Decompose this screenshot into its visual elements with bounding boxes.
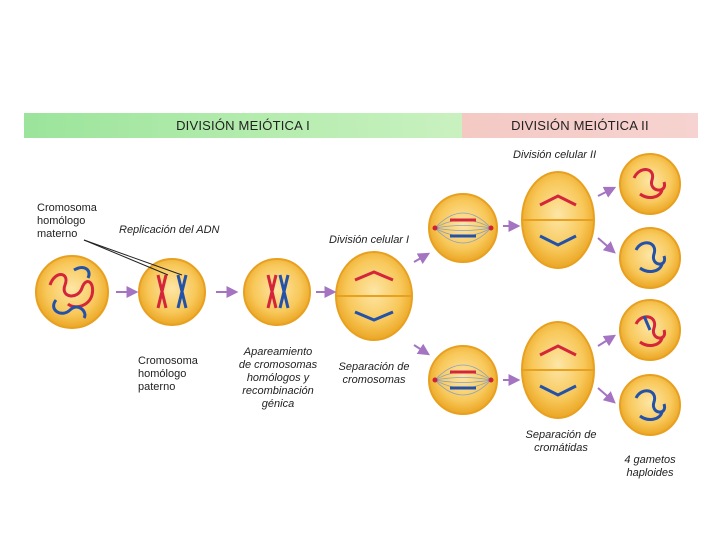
label-pairing: Apareamiento de cromosomas homólogos y r… [238, 346, 318, 410]
leader-lines [83, 239, 183, 276]
label-gametes: 4 gametos haploides [624, 454, 676, 479]
cell-initial [35, 255, 109, 329]
label-chromatid-separation: Separación de cromátidas [525, 429, 597, 454]
cell-anaphase-2-top [521, 171, 595, 269]
label-chromosome-separation: Separación de cromosomas [338, 361, 410, 386]
meiosis-2-banner: DIVISIÓN MEIÓTICA II [462, 113, 698, 138]
gamete-1 [619, 153, 681, 215]
label-maternal-chromosome: Cromosoma homólogo materno [37, 202, 97, 240]
label-cell-division-2: División celular II [513, 149, 597, 161]
cell-anaphase-2-bottom [521, 321, 595, 419]
label-dna-replication: Replicación del ADN [119, 224, 220, 236]
meiosis-1-title: DIVISIÓN MEIÓTICA I [176, 118, 310, 133]
gamete-2 [619, 227, 681, 289]
arrows [116, 186, 617, 404]
cell-metaphase-2-bottom [428, 345, 498, 415]
label-paternal-chromosome: Cromosoma homólogo paterno [138, 355, 198, 393]
cell-pairing [243, 258, 311, 326]
label-cell-division-1: División celular I [329, 234, 410, 246]
cell-metaphase-2-top [428, 193, 498, 263]
gamete-4 [619, 374, 681, 436]
gamete-3 [619, 299, 681, 361]
meiosis-2-title: DIVISIÓN MEIÓTICA II [511, 118, 649, 133]
cell-division-1 [335, 251, 413, 341]
meiosis-1-banner: DIVISIÓN MEIÓTICA I [24, 113, 462, 138]
cell-replicated [138, 258, 206, 326]
